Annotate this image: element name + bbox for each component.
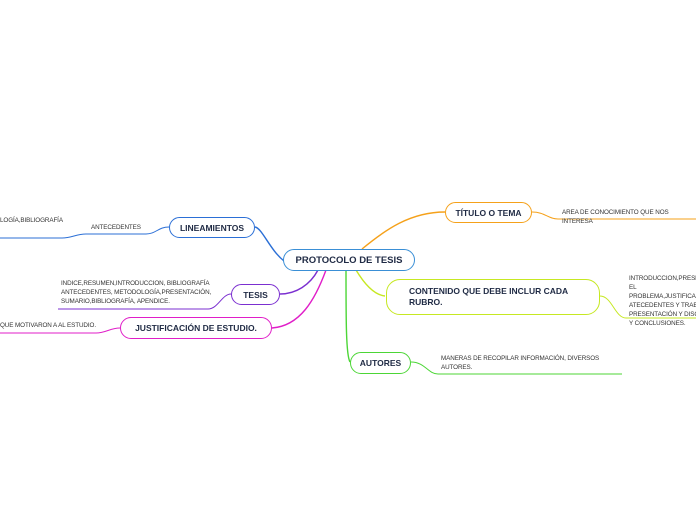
connector-lineamientos-leaf [145,226,170,235]
topic-contenido[interactable]: CONTENIDO QUE DEBE INCLUR CADA RUBRO. [386,279,600,315]
connector-autores-leaf [410,361,439,375]
topic-justificacion-label: JUSTIFICACIÓN DE ESTUDIO. [135,323,257,333]
topic-autores[interactable]: AUTORES [350,352,411,374]
topic-titulo[interactable]: TÍTULO O TEMA [445,202,532,223]
leaf-contenido: INTRODUCCION,PRESEN EL PROBLEMA,JUSTIFIC… [629,275,696,327]
leaf-lineamientos-sub: LOGÍA,BIBLIOGRAFÍA [0,217,63,224]
topic-tesis-label: TESIS [243,289,268,300]
leaf-justificacion: QUE MOTIVARON A AL ESTUDIO. [0,322,96,329]
leaf-tesis: INDICE,RESUMEN,INTRODUCCION, BIBLIOGRAFÍ… [61,280,212,305]
connector-titulo [361,211,446,250]
connector-tesis-leaf [207,293,232,310]
leaf-lineamientos: ANTECEDENTES [91,224,141,231]
topic-autores-label: AUTORES [359,358,402,368]
connector-autores [345,269,351,363]
topic-titulo-label: TÍTULO O TEMA [455,207,522,218]
central-topic[interactable]: PROTOCOLO DE TESIS [283,249,415,271]
leaf-titulo: AREA DE CONOCIMIENTO QUE NOS INTERESA [562,209,669,225]
topic-justificacion[interactable]: JUSTIFICACIÓN DE ESTUDIO. [120,317,272,339]
connector-lineamientos-subleaf [61,233,87,239]
connector-justificacion-leaf [95,327,121,334]
topic-lineamientos-label: LINEAMIENTOS [179,222,245,233]
topic-tesis[interactable]: TESIS [231,284,280,305]
central-topic-label: PROTOCOLO DE TESIS [295,254,403,266]
connector-contenido [355,269,386,297]
topic-contenido-label-line1: CONTENIDO QUE DEBE INCLUR CADA [409,286,569,296]
connector-lineamientos [254,226,285,262]
connector-tesis [279,269,319,295]
leaf-autores: MANERAS DE RECOPILAR INFORMACIÓN, DIVERS… [441,355,600,371]
connector-contenido-leaf [599,295,627,319]
connector-justificacion [271,269,327,329]
topic-contenido-label-line2: RUBRO. [409,297,443,307]
connector-titulo-leaf [531,211,559,220]
topic-lineamientos[interactable]: LINEAMIENTOS [169,217,255,238]
